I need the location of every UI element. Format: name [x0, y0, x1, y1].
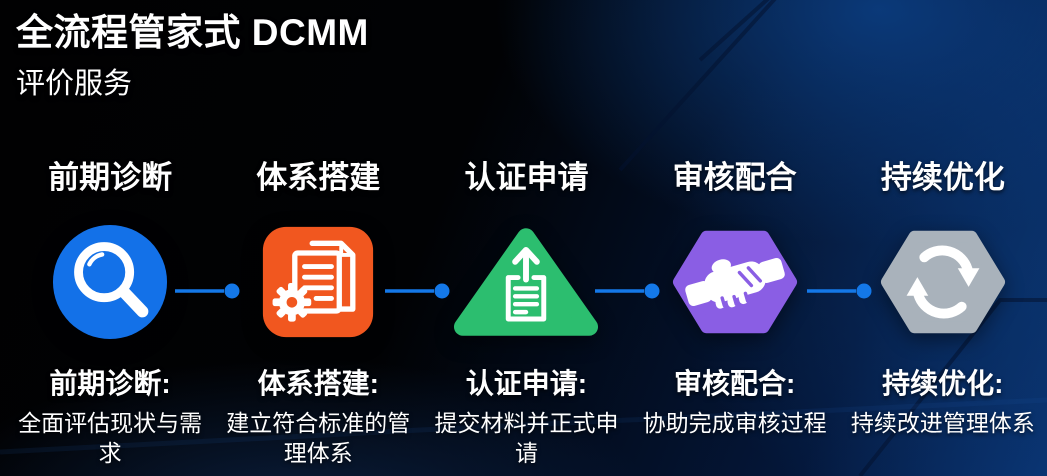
step-description: 持续改进管理体系: [850, 410, 1035, 436]
step-system-construction: 体系搭建: [214, 156, 422, 469]
upload-document-icon: [452, 208, 600, 356]
step-label: 体系搭建:: [257, 368, 379, 399]
step-title: 认证申请: [464, 160, 589, 195]
step-label: 认证申请:: [465, 368, 588, 399]
process-steps-row: 前期诊断 前期诊断: 全面评估现状与需求 体系搭建: [6, 156, 1047, 469]
handshake-icon: [671, 208, 799, 356]
connector-arrow-1: [175, 283, 240, 299]
step-continuous-optimization: 持续优化 持续优化: 持续改进管理体系: [839, 156, 1047, 469]
step-description: 全面评估现状与需求: [18, 410, 203, 466]
step-title: 前期诊断: [48, 160, 173, 195]
step-label: 持续优化:: [882, 368, 1004, 399]
step-description: 提交材料并正式申请: [434, 410, 619, 466]
magnifier-icon: [51, 208, 169, 356]
refresh-icon: [879, 208, 1007, 356]
step-preliminary-diagnosis: 前期诊断 前期诊断: 全面评估现状与需求: [6, 156, 214, 469]
connector-arrow-4: [807, 283, 872, 299]
step-label: 审核配合:: [673, 368, 796, 399]
document-gear-icon: [260, 208, 376, 356]
step-description: 协助完成审核过程: [642, 410, 827, 436]
connector-arrow-3: [595, 283, 660, 299]
connector-arrow-2: [385, 283, 450, 299]
page-subtitle: 评价服务: [16, 68, 133, 101]
page-header: 全流程管家式 DCMM 评价服务: [16, 10, 369, 102]
step-description: 建立符合标准的管理体系: [226, 410, 411, 466]
step-certification-application: 认证申请 认证申请: 提交材料并正式申请: [422, 156, 630, 469]
step-title: 持续优化: [880, 160, 1005, 195]
step-label: 前期诊断:: [49, 368, 171, 399]
step-audit-cooperation: 审核配合: [631, 156, 839, 469]
step-title: 体系搭建: [256, 160, 381, 195]
page-title: 全流程管家式 DCMM: [16, 12, 369, 53]
step-title: 审核配合: [672, 160, 797, 195]
